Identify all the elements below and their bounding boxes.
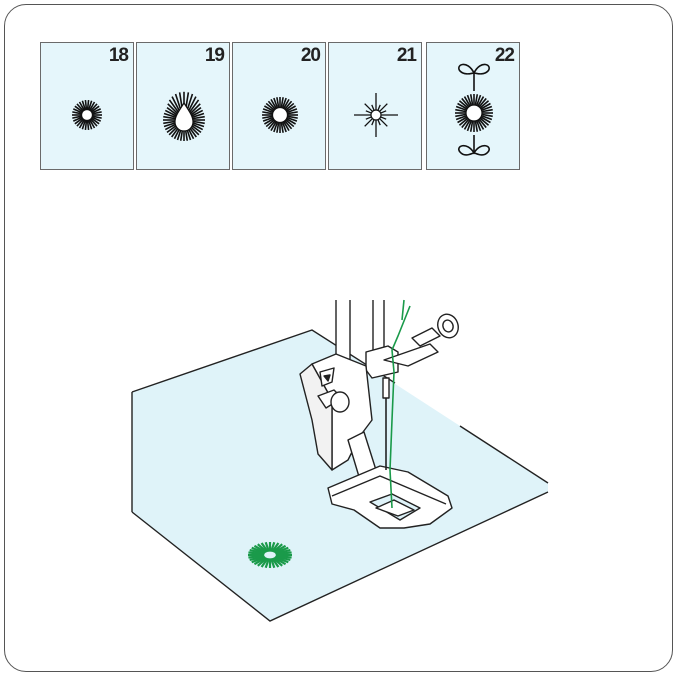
sewing-scene <box>0 0 679 680</box>
